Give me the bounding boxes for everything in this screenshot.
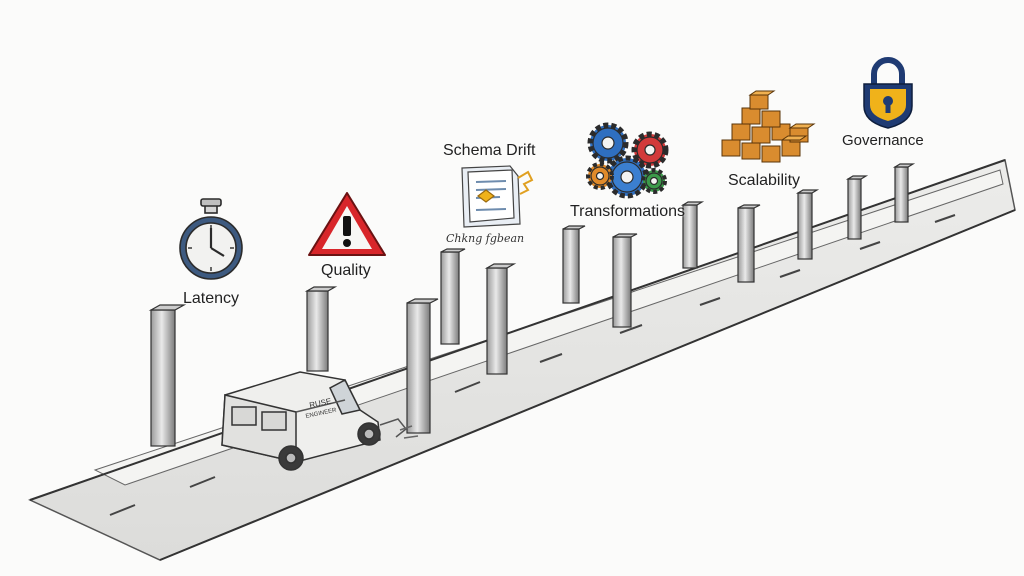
- gears-icon: [586, 122, 669, 199]
- governance-label: Governance: [842, 132, 924, 149]
- stacked-boxes-icon: [721, 90, 816, 163]
- post: [795, 189, 820, 260]
- quality-label: Quality: [321, 262, 371, 279]
- post: [148, 304, 187, 447]
- scalability-label: Scalability: [728, 172, 801, 189]
- transformations-label: Transformations: [570, 203, 685, 220]
- posts: [148, 163, 916, 447]
- post: [612, 233, 638, 328]
- latency-label: Latency: [183, 290, 240, 307]
- warning-triangle-icon: [308, 192, 386, 256]
- lane-dashes: [109, 214, 956, 516]
- road: [28, 159, 1016, 561]
- padlock-icon: [863, 57, 913, 129]
- post: [680, 201, 705, 269]
- schema-document-icon: [461, 165, 534, 228]
- stopwatch-icon: [179, 198, 243, 280]
- schema-drift-caption: Chkng fgbean: [446, 232, 525, 245]
- post: [737, 204, 761, 283]
- post: [406, 298, 439, 434]
- post: [892, 163, 916, 223]
- post: [562, 225, 586, 304]
- post: [484, 263, 517, 375]
- post: [845, 175, 869, 240]
- van: RUSE ENGINEER: [221, 371, 419, 471]
- post: [304, 286, 338, 372]
- schema-drift-label: Schema Drift: [443, 142, 536, 159]
- post: [440, 248, 466, 345]
